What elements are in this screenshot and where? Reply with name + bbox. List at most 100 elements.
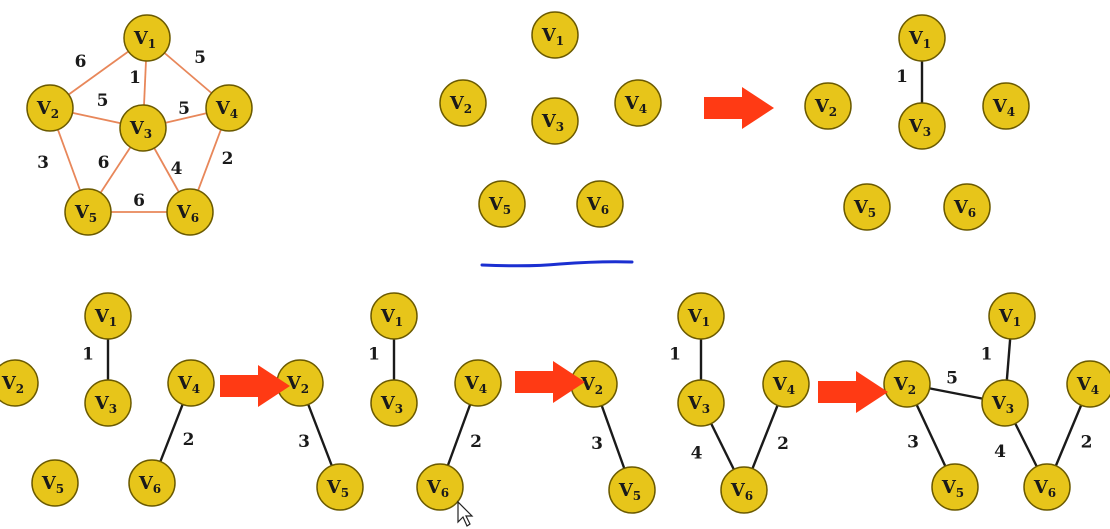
node-v3: V3: [981, 379, 1029, 427]
node-label: V5: [74, 202, 97, 225]
step-arrow-icon: [704, 87, 774, 129]
node-v5: V5: [931, 463, 979, 511]
node-v3: V3: [370, 379, 418, 427]
node-label: V6: [953, 197, 976, 220]
node-v2: V2: [883, 360, 931, 408]
node-label: V5: [488, 194, 511, 217]
node-label: V2: [893, 374, 916, 397]
node-label: V4: [992, 96, 1015, 119]
node-label: V1: [380, 306, 403, 329]
edge-weight-v1-v2: 6: [75, 52, 87, 72]
edge-weight-v1-v3: 1: [669, 345, 681, 365]
edge-weight-v2-v5: 3: [298, 432, 310, 452]
node-v1: V1: [677, 292, 725, 340]
edge-weight-v1-v3: 1: [129, 68, 141, 88]
edge-weight-v3-v6: 4: [171, 159, 183, 179]
node-v5: V5: [31, 459, 79, 507]
node-v3: V3: [84, 379, 132, 427]
step-arrow-icon: [515, 361, 585, 403]
edge-weight-v4-v6: 2: [777, 434, 789, 454]
edge-weight-v1-v3: 1: [981, 345, 993, 365]
edge-weight-v4-v6: 2: [183, 430, 195, 450]
node-v4: V4: [614, 79, 662, 127]
node-v6: V6: [128, 459, 176, 507]
edge-weight-v1-v4: 5: [194, 48, 206, 68]
node-v3: V3: [531, 97, 579, 145]
node-label: V4: [772, 374, 795, 397]
node-v2: V2: [26, 84, 74, 132]
node-label: V2: [36, 98, 59, 121]
edge-weight-v4-v6: 2: [470, 432, 482, 452]
node-label: V3: [541, 111, 564, 134]
node-v4: V4: [205, 84, 253, 132]
edge-weight-v2-v5: 3: [907, 433, 919, 453]
mouse-pointer-icon: [457, 500, 474, 527]
edge-weight-v2-v5: 3: [591, 434, 603, 454]
edge-weight-v5-v6: 6: [133, 191, 145, 211]
node-label: V6: [176, 202, 199, 225]
node-v1: V1: [370, 292, 418, 340]
node-label: V6: [730, 480, 753, 503]
node-v6: V6: [1023, 463, 1071, 511]
node-label: V1: [94, 306, 117, 329]
node-v2: V2: [0, 359, 39, 407]
node-v6: V6: [416, 463, 464, 511]
node-label: V4: [1076, 374, 1099, 397]
node-label: V6: [1033, 477, 1056, 500]
edge-weight-v2-v3: 5: [946, 369, 958, 389]
node-v1: V1: [988, 292, 1036, 340]
node-v6: V6: [576, 180, 624, 228]
node-label: V4: [464, 373, 487, 396]
underline-stroke: [480, 260, 634, 268]
node-label: V2: [286, 373, 309, 396]
node-label: V1: [133, 28, 156, 51]
node-label: V5: [853, 197, 876, 220]
node-v5: V5: [608, 466, 656, 514]
node-label: V2: [580, 374, 603, 397]
node-label: V1: [541, 25, 564, 48]
node-label: V5: [941, 477, 964, 500]
node-v3: V3: [119, 104, 167, 152]
node-label: V3: [380, 393, 403, 416]
node-label: V1: [908, 28, 931, 51]
edge-weight-v3-v5: 6: [98, 153, 110, 173]
node-v6: V6: [943, 183, 991, 231]
node-label: V2: [1, 373, 24, 396]
node-label: V5: [326, 477, 349, 500]
node-label: V5: [618, 480, 641, 503]
edge-weight-v2-v5: 3: [37, 153, 49, 173]
step-arrow-icon: [220, 365, 290, 407]
node-label: V4: [624, 93, 647, 116]
edge-weight-v4-v6: 2: [1081, 433, 1093, 453]
node-v5: V5: [843, 183, 891, 231]
edge-weight-v1-v3: 1: [82, 345, 94, 365]
node-label: V3: [129, 118, 152, 141]
node-label: V3: [687, 393, 710, 416]
node-v1: V1: [898, 14, 946, 62]
node-v4: V4: [167, 359, 215, 407]
node-v5: V5: [316, 463, 364, 511]
node-v4: V4: [1066, 360, 1110, 408]
node-v4: V4: [454, 359, 502, 407]
edge-weight-v3-v4: 5: [178, 99, 190, 119]
edge-weight-v1-v3: 1: [368, 345, 380, 365]
step-arrow-icon: [818, 371, 888, 413]
node-label: V5: [41, 473, 64, 496]
node-label: V6: [426, 477, 449, 500]
node-label: V3: [94, 393, 117, 416]
node-label: V4: [215, 98, 238, 121]
node-v2: V2: [804, 82, 852, 130]
node-v6: V6: [720, 466, 768, 514]
node-label: V3: [908, 116, 931, 139]
node-v2: V2: [439, 79, 487, 127]
node-v4: V4: [982, 82, 1030, 130]
edge-weight-v3-v6: 4: [994, 442, 1006, 462]
